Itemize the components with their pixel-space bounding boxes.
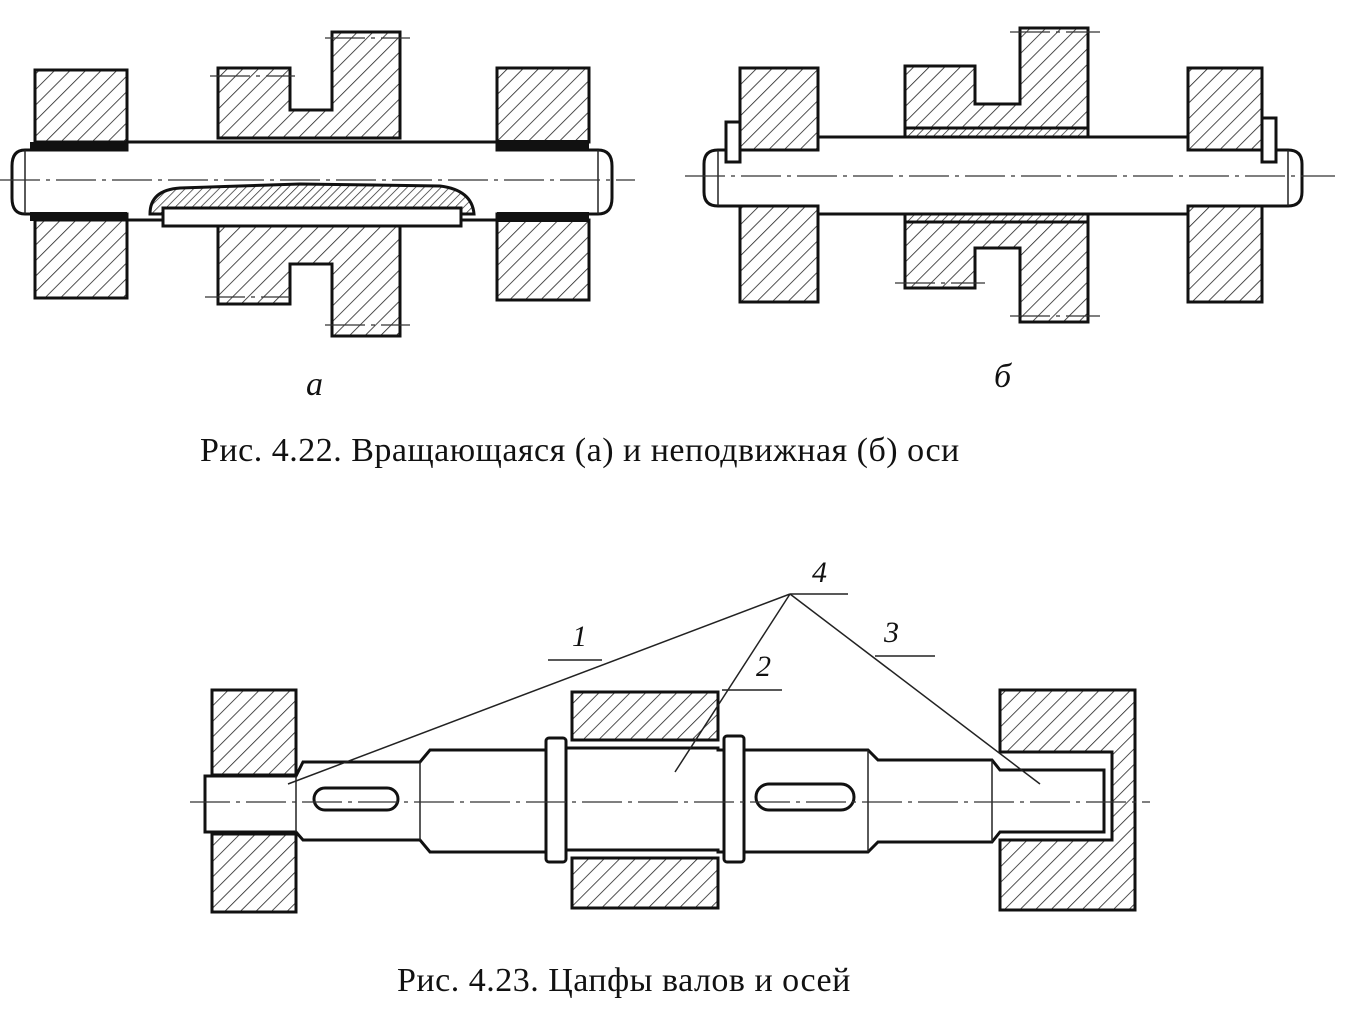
figure-4-23-caption: Рис. 4.23. Цапфы валов и осей	[397, 962, 851, 999]
subfigure-label-b: б	[994, 358, 1012, 395]
left-support-top	[738, 66, 820, 152]
leader-lines	[287, 593, 1041, 785]
callout-2: 2	[756, 650, 771, 683]
callout-3: 3	[884, 616, 899, 649]
right-support-bottom	[1186, 204, 1264, 304]
bearing-ring	[497, 212, 589, 222]
keyway	[754, 782, 856, 812]
diagram-rotating-axle	[0, 30, 635, 338]
diagram-stationary-axle	[685, 26, 1335, 324]
left-support-bottom	[738, 204, 820, 304]
gear-lower-section	[903, 220, 1090, 324]
left-support-bottom	[33, 218, 129, 300]
shaft	[203, 746, 1106, 854]
gear-upper-section	[216, 30, 402, 140]
fixing-plate	[1260, 116, 1278, 164]
middle-support-top	[570, 690, 720, 742]
right-support-top	[1186, 66, 1264, 152]
keyway	[312, 786, 400, 812]
callout-4: 4	[812, 556, 827, 589]
right-support-top	[495, 66, 591, 144]
right-support-bottom	[495, 218, 591, 302]
left-support-top	[33, 68, 129, 144]
collar	[722, 734, 746, 864]
gear-lower-section	[216, 224, 402, 338]
left-support-top	[210, 688, 298, 777]
bearing-ring	[497, 140, 589, 150]
middle-support-bottom	[570, 856, 720, 910]
bearing-ring	[30, 212, 127, 221]
diagram-shaft-journals	[190, 593, 1150, 914]
gear-upper-section	[903, 26, 1090, 130]
left-support-bottom	[210, 832, 298, 914]
figure-4-22-caption: Рис. 4.22. Вращающаяся (а) и неподвижная…	[200, 432, 960, 469]
collar	[544, 736, 568, 864]
callout-1: 1	[572, 620, 587, 653]
subfigure-label-a: а	[306, 366, 323, 403]
key	[161, 206, 463, 228]
fixing-plate	[724, 120, 742, 164]
bearing-ring	[30, 142, 127, 150]
right-support	[998, 688, 1137, 912]
